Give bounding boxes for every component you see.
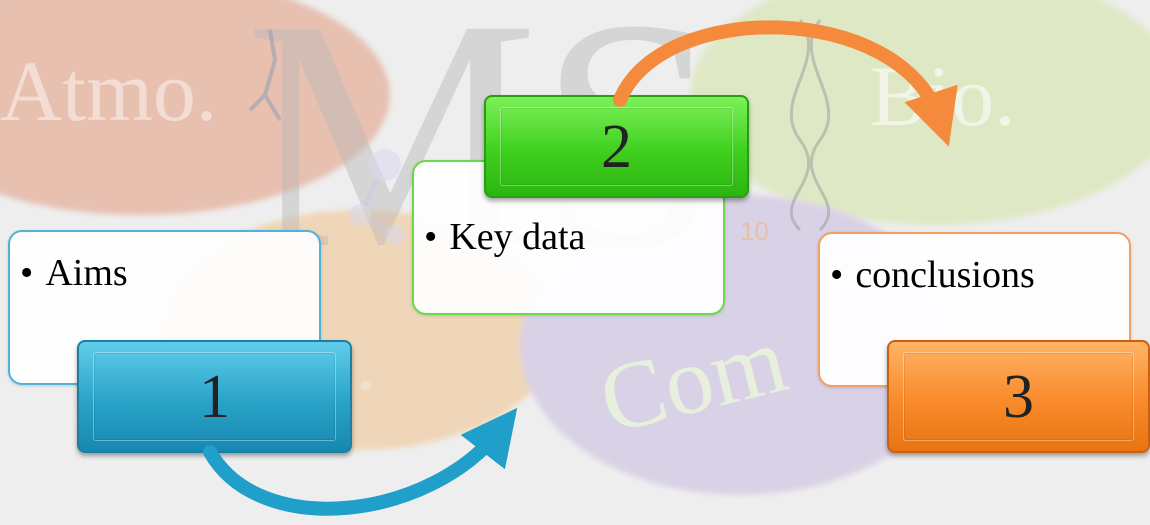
branch-icon [248, 29, 282, 122]
step-1-tile: 1 [77, 340, 352, 453]
conclusions-text: conclusions [855, 254, 1035, 296]
molecule-icon [349, 149, 405, 245]
bullet: • [20, 252, 34, 294]
step-1-number: 1 [199, 362, 230, 431]
step-3-tile: 3 [887, 340, 1150, 453]
step-2-tile: 2 [484, 95, 749, 198]
aims-text: Aims [45, 252, 128, 294]
key-data-text: Key data [449, 216, 586, 258]
faint-number: 10 [740, 216, 769, 246]
bullet: • [424, 216, 438, 258]
oval-atmo-label: Atmo. [0, 43, 217, 139]
oval-bio-label: Bio. [870, 48, 1016, 144]
oval-atmo: Atmo. [0, 0, 390, 215]
step-2-number: 2 [601, 112, 632, 181]
bullet: • [830, 254, 844, 296]
aims-box: • Aims [8, 230, 321, 385]
step-3-number: 3 [1003, 362, 1034, 431]
